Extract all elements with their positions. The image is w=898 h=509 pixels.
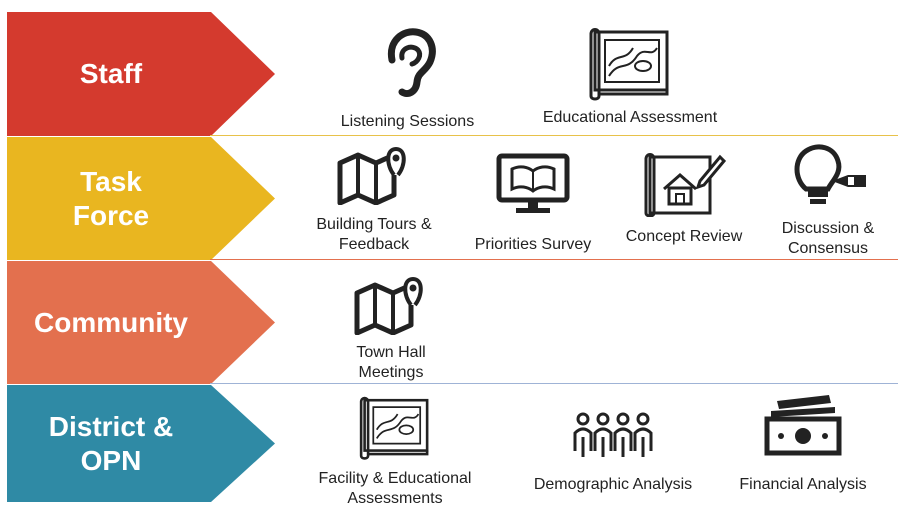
arrow-district-opn: District & OPN <box>7 385 275 502</box>
arrow-label-task-force: Task Force <box>72 165 150 231</box>
item-label-building-tours: Building Tours & Feedback <box>316 216 432 253</box>
row-divider <box>210 135 898 136</box>
item-label-concept-review: Concept Review <box>625 228 743 245</box>
map-pin-icon <box>337 146 406 205</box>
row-divider <box>210 383 898 384</box>
row-divider <box>210 259 898 260</box>
item-financial-analysis: Financial Analysis <box>728 393 878 495</box>
item-label-facility-educational: Facility & Educational Assessments <box>318 470 472 507</box>
item-label-educational-assessment: Educational Assessment <box>542 109 718 126</box>
item-label-priorities-survey: Priorities Survey <box>474 236 592 253</box>
row-task-force: Task Force Building Tours & Feedback Pri… <box>0 137 898 260</box>
item-label-discussion-consensus: Discussion & Consensus <box>781 220 875 257</box>
blueprint-icon <box>359 396 429 460</box>
arrow-staff: Staff <box>7 12 275 136</box>
item-listening-sessions: Listening Sessions <box>325 28 490 132</box>
money-icon <box>764 395 842 456</box>
row-district-opn: District & OPN Facility & Educational As… <box>0 385 898 507</box>
arrow-community: Community <box>7 261 275 384</box>
item-demographic-analysis: Demographic Analysis <box>518 411 708 495</box>
row-staff: Staff Listening Sessions Educational Ass… <box>0 12 898 136</box>
monitor-book-icon <box>496 153 570 213</box>
arrow-label-district-opn: District & OPN <box>48 410 174 476</box>
item-label-town-hall: Town Hall Meetings <box>356 344 426 381</box>
item-priorities-survey: Priorities Survey <box>463 153 603 255</box>
house-plan-icon <box>644 153 726 217</box>
people-group-icon <box>573 412 653 457</box>
item-discussion-consensus: Discussion & Consensus <box>770 141 886 259</box>
item-building-tours: Building Tours & Feedback <box>300 145 448 255</box>
map-pin-icon <box>354 276 423 335</box>
ear-icon <box>387 28 436 98</box>
item-facility-educational: Facility & Educational Assessments <box>302 395 488 509</box>
item-town-hall: Town Hall Meetings <box>326 275 456 383</box>
item-label-demographic-analysis: Demographic Analysis <box>533 476 693 493</box>
arrow-label-staff: Staff <box>79 58 143 89</box>
arrow-task-force: Task Force <box>7 137 275 260</box>
item-educational-assessment: Educational Assessment <box>525 26 735 128</box>
item-label-financial-analysis: Financial Analysis <box>739 476 867 493</box>
row-community: Community Town Hall Meetings <box>0 261 898 384</box>
lightbulb-icon <box>794 144 866 204</box>
arrow-label-community: Community <box>34 306 188 338</box>
item-concept-review: Concept Review <box>613 151 755 247</box>
item-label-listening-sessions: Listening Sessions <box>340 113 475 130</box>
blueprint-icon <box>589 28 669 101</box>
